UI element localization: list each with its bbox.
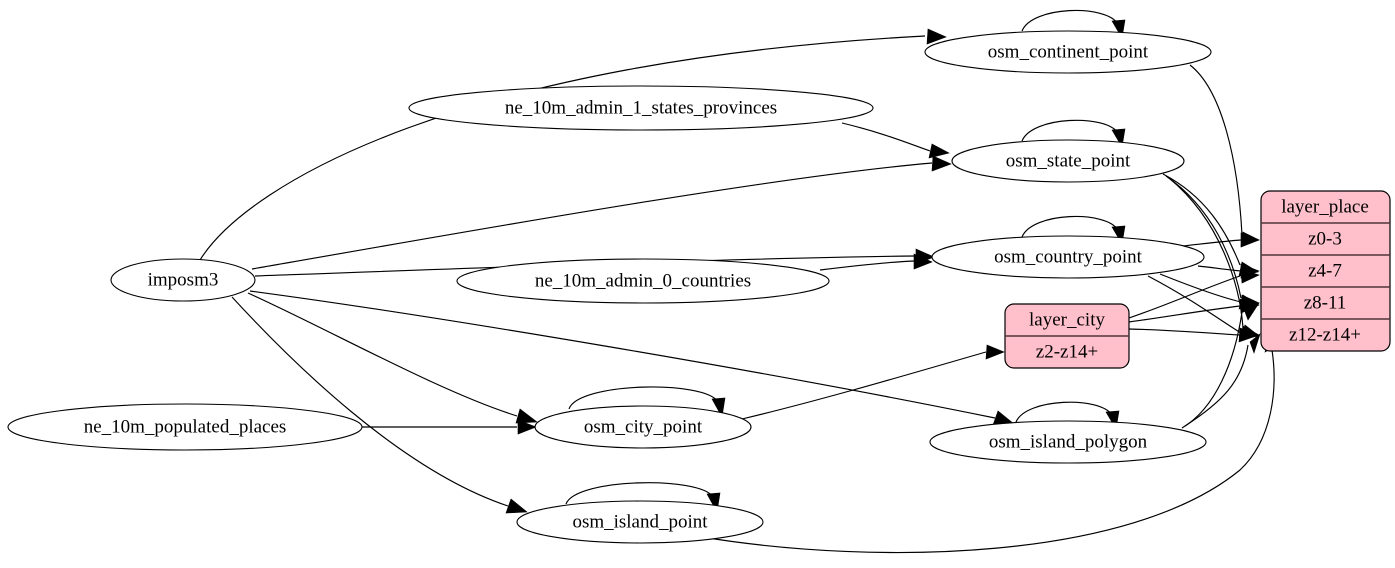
node-label-ne_10m_admin_0_countries: ne_10m_admin_0_countries	[535, 270, 751, 291]
node-ne_10m_populated_places[interactable]: ne_10m_populated_places	[7, 403, 363, 451]
edge-imposm3-to-osm_continent_point	[199, 28, 947, 261]
node-layer: imposm3 ne_10m_admin_1_states_provinces …	[7, 30, 1212, 544]
node-label-osm_continent_point: osm_continent_point	[988, 41, 1149, 62]
node-shape-imposm3[interactable]	[110, 258, 256, 302]
edge-osm_continent_point-to-layer_place-z0-3	[1189, 64, 1260, 247]
node-label-osm_island_polygon: osm_island_polygon	[989, 431, 1148, 452]
node-label-ne_10m_populated_places: ne_10m_populated_places	[84, 416, 287, 437]
record-row-layer_city-z2-z14plus[interactable]: z2-z14+	[1036, 341, 1098, 362]
node-osm_island_point[interactable]: osm_island_point	[516, 500, 764, 544]
node-osm_city_point[interactable]: osm_city_point	[534, 405, 752, 449]
edge-imposm3-to-osm_island_point	[231, 296, 528, 514]
edge-imposm3-to-osm_island_polygon	[249, 290, 1015, 426]
edge-imposm3-to-osm_state_point	[251, 155, 952, 270]
edge-osm_country_point-to-layer_place-z0-3	[1182, 232, 1260, 248]
edge-osm_island_polygon-to-layer_place-z12-z14	[1184, 333, 1261, 427]
edge-layer_city-to-layer_place-z12-z14	[1128, 327, 1260, 343]
record-title-layer_city: layer_city	[1029, 309, 1105, 330]
node-shape-osm_island_point[interactable]	[516, 500, 764, 544]
node-osm_country_point[interactable]: osm_country_point	[931, 235, 1205, 279]
node-imposm3[interactable]: imposm3	[110, 258, 256, 302]
node-shape-ne_10m_admin_1_states_provinces[interactable]	[408, 85, 874, 131]
edge-osm_island_polygon-to-layer_place-z8-11	[1181, 302, 1260, 429]
node-ne_10m_admin_1_states_provinces[interactable]: ne_10m_admin_1_states_provinces	[408, 85, 874, 131]
node-osm_state_point[interactable]: osm_state_point	[951, 139, 1185, 183]
node-shape-osm_country_point[interactable]	[931, 235, 1205, 279]
edge-ne_10m_admin_0_countries-to-osm_country_point	[819, 253, 933, 271]
node-shape-osm_island_polygon[interactable]	[929, 420, 1207, 464]
node-ne_10m_admin_0_countries[interactable]: ne_10m_admin_0_countries	[456, 258, 830, 304]
node-label-osm_city_point: osm_city_point	[584, 416, 703, 437]
edge-imposm3-to-osm_city_point	[247, 292, 538, 424]
edge-layer_city-to-layer_place-z4-7	[1128, 268, 1260, 319]
node-shape-ne_10m_populated_places[interactable]	[7, 403, 363, 451]
edge-osm_city_point-to-layer_city-z2-z14	[741, 344, 1005, 420]
edge-layer	[199, 9, 1275, 554]
node-shape-ne_10m_admin_0_countries[interactable]	[456, 258, 830, 304]
record-row-layer_place-z8-11[interactable]: z8-11	[1304, 292, 1347, 313]
record-node-layer_place[interactable]: layer_place z0-3 z4-7 z8-11 z12-z14+	[1260, 190, 1391, 352]
edge-ne_10m_populated_places-to-osm_city_point	[362, 419, 537, 435]
node-label-osm_state_point: osm_state_point	[1006, 150, 1131, 171]
node-osm_continent_point[interactable]: osm_continent_point	[924, 30, 1212, 74]
edge-ne_10m_admin_1_states_provinces-to-osm_state_point	[841, 122, 950, 159]
record-row-layer_place-z12-z14plus[interactable]: z12-z14+	[1289, 324, 1361, 345]
node-shape-osm_city_point[interactable]	[534, 405, 752, 449]
node-label-osm_island_point: osm_island_point	[572, 511, 708, 532]
node-shape-osm_continent_point[interactable]	[924, 30, 1212, 74]
node-label-imposm3: imposm3	[148, 269, 219, 290]
node-osm_island_polygon[interactable]: osm_island_polygon	[929, 420, 1207, 464]
record-box-layer_place[interactable]	[1260, 190, 1391, 352]
node-shape-osm_state_point[interactable]	[951, 139, 1185, 183]
record-row-layer_place-z0-3[interactable]: z0-3	[1308, 228, 1342, 249]
node-label-ne_10m_admin_1_states_provinces: ne_10m_admin_1_states_provinces	[505, 97, 777, 118]
record-row-layer_place-z4-7[interactable]: z4-7	[1308, 260, 1342, 281]
record-title-layer_place: layer_place	[1281, 196, 1369, 217]
record-node-layer_city[interactable]: layer_city z2-z14+	[1004, 303, 1130, 369]
node-label-osm_country_point: osm_country_point	[994, 246, 1142, 267]
